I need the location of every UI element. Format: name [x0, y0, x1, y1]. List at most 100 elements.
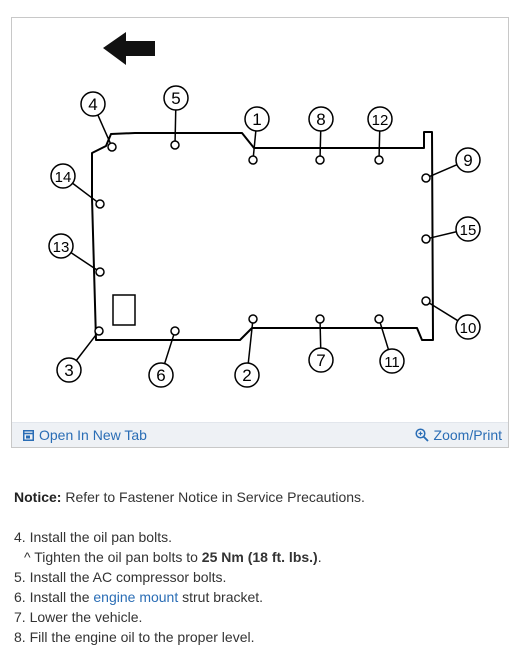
step-4: 4. Install the oil pan bolts. [14, 529, 172, 545]
bolt-leader-line [97, 114, 112, 144]
external-window-icon [23, 429, 34, 441]
bolt-number-label: 9 [463, 151, 472, 170]
bolt-callout-11: 11 [374, 314, 405, 374]
bolt-callout-12: 12 [367, 106, 393, 165]
bolt-hole [315, 314, 325, 324]
magnifier-plus-icon [414, 428, 429, 442]
bolt-number-label: 3 [64, 361, 73, 380]
bolt-callout-3: 3 [56, 326, 104, 383]
bolt-number-circle [455, 216, 481, 242]
step-5: 5. Install the AC compressor bolts. [14, 569, 227, 585]
bolt-number-label: 1 [252, 110, 261, 129]
engine-mount-link[interactable]: engine mount [93, 589, 179, 605]
bolt-leader-line [163, 334, 175, 364]
bolt-hole [248, 155, 258, 165]
bolt-callout-14: 14 [50, 163, 105, 209]
bolt-number-circle [379, 348, 405, 374]
bolt-number-label: 14 [55, 169, 72, 186]
bolt-number-label: 4 [88, 95, 97, 114]
bolt-callout-6: 6 [148, 326, 180, 388]
bolt-number-circle [455, 314, 481, 340]
bolt-number-label: 6 [156, 366, 165, 385]
bolt-number-circle [56, 357, 82, 383]
bolt-number-circle [455, 147, 481, 173]
bolt-callout-5: 5 [163, 85, 189, 150]
bolt-number-circle [80, 91, 106, 117]
bolt-number-label: 5 [171, 89, 180, 108]
notice-text: Refer to Fastener Notice in Service Prec… [61, 489, 365, 505]
bolt-hole [421, 173, 431, 183]
bolt-leader-line [379, 322, 390, 350]
bolt-callout-1: 1 [244, 106, 270, 165]
bolt-number-circle [48, 233, 74, 259]
bolt-number-label: 12 [372, 112, 389, 129]
step-7: 7. Lower the vehicle. [14, 609, 143, 625]
bolt-leader-line [72, 182, 98, 203]
bolt-number-label: 13 [53, 239, 70, 256]
bolt-hole [421, 234, 431, 244]
bolt-hole [374, 155, 384, 165]
bolt-number-circle [308, 347, 334, 373]
figure-toolbar: Open In New Tab Zoom/Print [12, 422, 508, 447]
bolt-number-circle [234, 362, 260, 388]
bolt-hole [107, 142, 117, 152]
step-6-suffix: strut bracket. [178, 589, 264, 605]
procedure-content: Notice: Refer to Fastener Notice in Serv… [14, 487, 514, 647]
bolt-hole [95, 199, 105, 209]
substep-suffix: . [317, 549, 322, 565]
bolt-callout-15: 15 [421, 216, 481, 244]
bolt-number-circle [367, 106, 393, 132]
bolt-callout-10: 10 [421, 296, 481, 340]
bolt-number-label: 11 [384, 354, 400, 371]
notice-label: Notice: [14, 489, 62, 505]
bolt-leader-line [174, 109, 177, 142]
bolt-hole [94, 326, 104, 336]
left-arrow-icon [103, 32, 155, 65]
bolt-hole [315, 155, 325, 165]
bolt-number-circle [50, 163, 76, 189]
bolt-leader-line [429, 164, 458, 178]
bolt-leader-line [70, 252, 98, 271]
zoom-print-label: Zoom/Print [433, 427, 502, 443]
bolt-callout-2: 2 [234, 314, 260, 388]
bolt-leader-line [247, 322, 254, 364]
bolt-number-label: 8 [316, 110, 325, 129]
bolt-number-label: 15 [460, 222, 477, 239]
bolt-leader-line [319, 130, 322, 157]
bolt-number-circle [163, 85, 189, 111]
bolt-callout-9: 9 [421, 147, 481, 183]
bolt-hole [421, 296, 431, 306]
bolt-number-label: 7 [316, 351, 325, 370]
bolt-leader-line [252, 130, 257, 157]
zoom-print-link[interactable]: Zoom/Print [414, 427, 502, 443]
oil-pan-outline [91, 131, 434, 341]
bolt-leader-line [319, 322, 322, 349]
bolt-hole [248, 314, 258, 324]
bolt-hole [95, 267, 105, 277]
step-8: 8. Fill the engine oil to the proper lev… [14, 629, 255, 645]
bolt-number-circle [148, 362, 174, 388]
step-4-substep: ^ Tighten the oil pan bolts to 25 Nm (18… [24, 547, 514, 567]
bolt-number-circle [244, 106, 270, 132]
bolt-leader-line [429, 302, 459, 322]
bolt-leader-line [378, 130, 381, 157]
notice-paragraph: Notice: Refer to Fastener Notice in Serv… [14, 487, 514, 507]
step-6: 6. Install the engine mount strut bracke… [14, 587, 514, 607]
bolt-leader-line [429, 231, 457, 239]
substep-prefix: ^ Tighten the oil pan bolts to [24, 549, 202, 565]
bolt-callout-13: 13 [48, 233, 105, 277]
bolt-callout-8: 8 [308, 106, 334, 165]
bolt-hole [170, 326, 180, 336]
torque-value: 25 Nm (18 ft. lbs.) [201, 549, 318, 565]
open-in-new-tab-link[interactable]: Open In New Tab [23, 427, 147, 443]
step-6-prefix: 6. Install the [14, 589, 94, 605]
bolt-leader-line [75, 333, 98, 361]
bolt-hole [374, 314, 384, 324]
bolt-number-label: 10 [460, 320, 477, 337]
drain-plug-box [112, 294, 136, 326]
bolt-callout-7: 7 [308, 314, 334, 373]
open-in-new-tab-label: Open In New Tab [39, 427, 147, 443]
bolt-number-circle [308, 106, 334, 132]
